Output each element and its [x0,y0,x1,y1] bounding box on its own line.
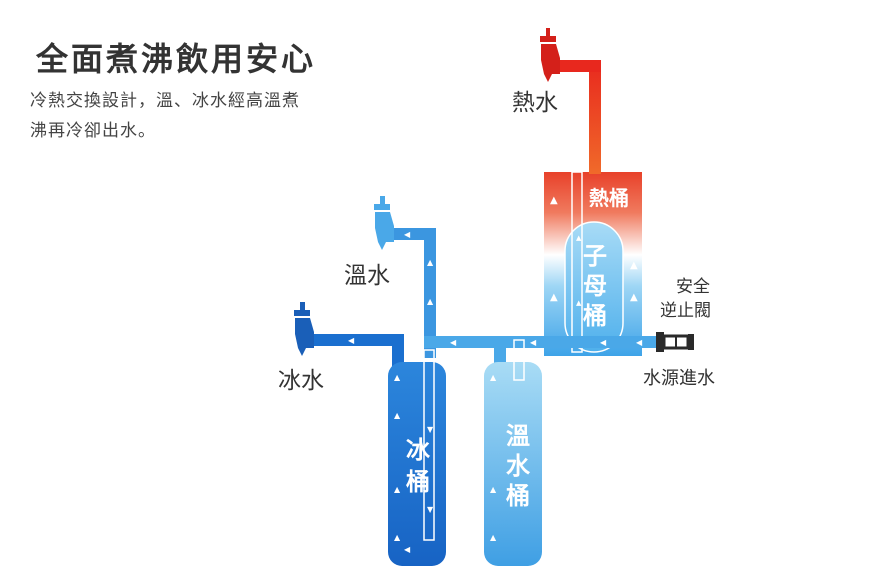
left-arrow-icon: ◀ [404,230,411,239]
warm-tank-char-3: 桶 [506,482,530,510]
hot-pipe-horizontal [560,60,601,72]
mother-tank [564,221,624,353]
left-arrow-icon: ◀ [450,338,457,347]
mother-tank-char-1: 子 [583,242,607,270]
up-arrow-icon: ▲ [394,373,401,382]
down-arrow-icon: ▼ [427,505,434,514]
up-arrow-icon: ▲ [630,260,638,271]
up-arrow-icon: ▲ [394,411,401,420]
down-arrow-icon: ▼ [427,425,434,434]
ice-tank-char-2: 桶 [406,468,430,496]
up-arrow-icon: ▲ [394,485,401,494]
description: 冷熱交換設計，溫、冰水經高溫煮 沸再冷卻出水。 [30,86,370,146]
up-arrow-icon: ▲ [427,297,434,306]
hot-pipe-vertical [589,60,601,174]
warm-water-line: 溫水 ▲ ▲ ◀ [344,196,436,358]
check-valve-label-line2: 逆止閥 [660,301,711,321]
up-arrow-icon: ▲ [394,533,401,542]
warm-tank [484,362,542,566]
up-arrow-icon: ▲ [630,292,638,303]
warm-tank-char-2: 水 [506,452,531,480]
left-arrow-icon: ◀ [636,338,643,347]
warm-tank-inner-pipe [513,339,525,381]
ice-tank-inner-pipe [423,349,435,541]
up-arrow-icon: ▲ [490,485,497,494]
warm-pipe-horizontal [392,228,436,240]
inlet-pipe [542,336,656,348]
hot-water-label: 熱水 [512,90,558,116]
check-valve-label-line1: 安全 [676,277,710,297]
hot-tank-label: 熱桶 [589,186,629,210]
up-arrow-icon: ▲ [490,373,497,382]
page-title: 全面煮沸飲用安心 [36,40,317,78]
warm-water-tap-icon [374,196,394,250]
description-line-1: 冷熱交換設計，溫、冰水經高溫煮 [30,91,300,111]
warm-tank-char-1: 溫 [506,422,530,450]
ice-tank-group: ▲ ▲ ▲ ▲ ▼ ▼ ◀ 冰 桶 [388,349,446,566]
left-arrow-icon: ◀ [404,545,411,554]
up-arrow-icon: ▲ [576,234,582,242]
warm-water-label: 溫水 [344,263,390,289]
water-inlet-label: 水源進水 [643,368,715,389]
warm-pipe-vertical [424,228,436,358]
left-arrow-icon: ◀ [530,338,537,347]
left-arrow-icon: ◀ [348,336,355,345]
up-arrow-icon: ▲ [427,258,434,267]
hot-water-line: 熱水 [512,28,601,174]
description-line-2: 沸再冷卻出水。 [30,121,156,141]
check-valve-icon [656,332,694,352]
mother-tank-char-2: 母 [583,272,607,300]
ice-pipe-horizontal [310,334,404,346]
ice-water-line: 冰水 ◀ [278,302,404,394]
mother-tank-char-3: 桶 [583,302,607,330]
hot-tank-inner-pipe [571,171,583,353]
up-arrow-icon: ▲ [490,533,497,542]
hot-tank-group: ▲ ▲ ▲ ▲ ▲ ▲ 熱桶 子 母 桶 [544,171,642,356]
up-arrow-icon: ▲ [550,292,558,303]
up-arrow-icon: ▲ [576,299,582,307]
up-arrow-icon: ▲ [550,195,558,206]
warm-tank-group: ▲ ▲ ▲ 溫 水 桶 [484,339,542,566]
hot-water-tap-icon [540,28,560,82]
ice-tank [388,362,446,566]
ice-water-tap-icon [294,302,314,356]
left-arrow-icon: ◀ [600,338,607,347]
ice-water-label: 冰水 [278,368,324,394]
ice-tank-char-1: 冰 [406,436,431,464]
